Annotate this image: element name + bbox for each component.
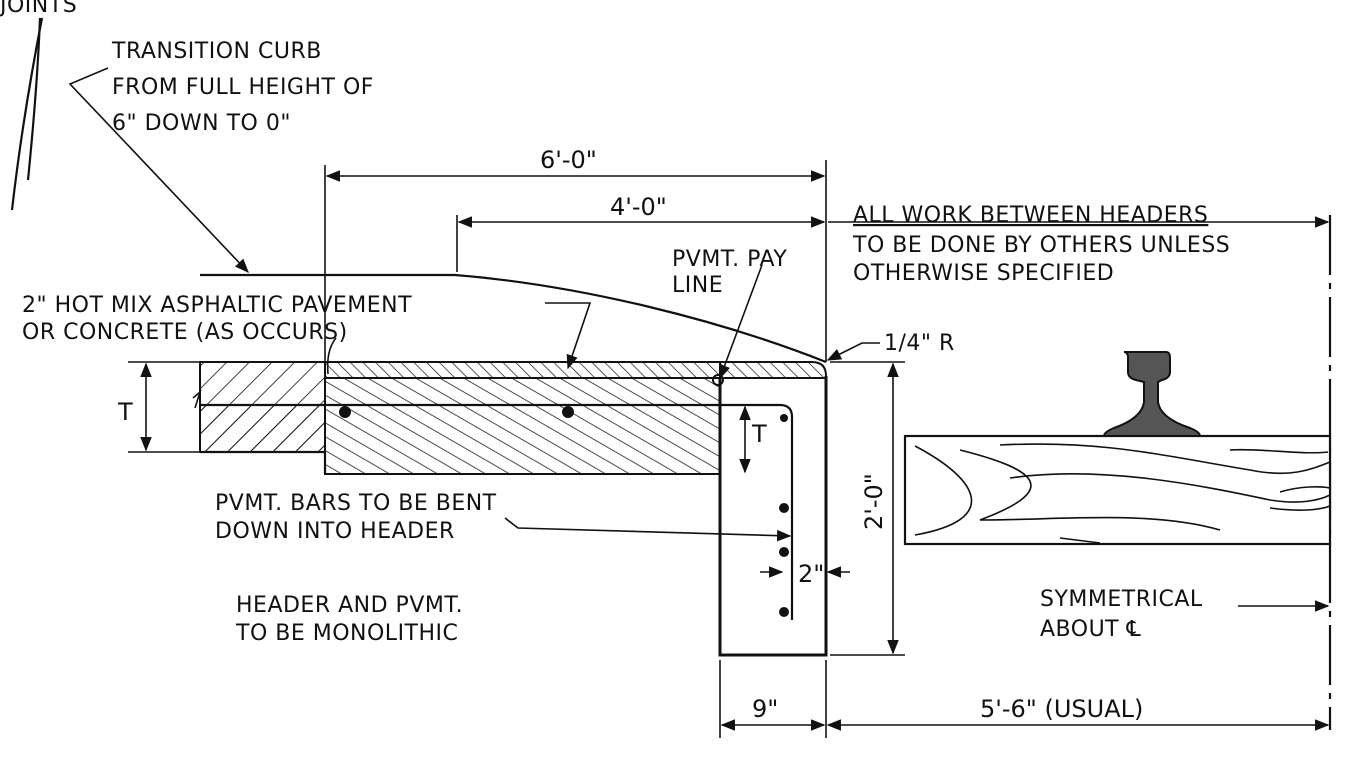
dim-4ft-label: 4'-0" — [610, 193, 667, 221]
asphalt-layer — [324, 361, 721, 379]
dimension-2ft — [830, 361, 905, 656]
radius-label: 1/4" R — [884, 331, 955, 356]
dimension-t-left — [128, 361, 200, 453]
rebar-dot — [562, 406, 574, 418]
dimension-6ft — [324, 160, 827, 362]
dim-5ft6-label: 5'-6" (USUAL) — [980, 695, 1143, 723]
transition-curb-line2: FROM FULL HEIGHT OF — [112, 75, 374, 100]
work-note-line1: ALL WORK BETWEEN HEADERS — [853, 203, 1208, 228]
rebar-dot — [779, 547, 789, 557]
transition-curb-line1: TRANSITION CURB — [111, 39, 322, 64]
leader-lines — [68, 67, 1330, 612]
pay-line-label2: LINE — [672, 273, 723, 298]
new-pavement — [324, 377, 721, 475]
t-inner-label: T — [751, 420, 767, 448]
dimension-bottom — [719, 660, 1330, 738]
joints-label: JOINTS — [0, 0, 77, 18]
hot-mix-line2: OR CONCRETE (AS OCCURS) — [22, 320, 348, 345]
rebar-dot — [779, 607, 789, 617]
work-note-line2: TO BE DONE BY OTHERS UNLESS — [852, 233, 1230, 258]
rail-profile — [1102, 351, 1202, 437]
dim-9in-label: 9" — [752, 695, 778, 723]
work-note-line3: OTHERWISE SPECIFIED — [853, 261, 1114, 286]
monolithic-line1: HEADER AND PVMT. — [236, 593, 463, 618]
dim-2ft-label: 2'-0" — [860, 473, 888, 530]
symmetrical-line2: ABOUT ℄ — [1040, 617, 1142, 642]
dim-6ft-label: 6'-0" — [540, 146, 597, 174]
timber-tie — [903, 434, 1332, 546]
pvmt-bars-line2: DOWN INTO HEADER — [215, 519, 455, 544]
t-left-label: T — [117, 398, 133, 426]
pay-line-label1: PVMT. PAY — [672, 247, 787, 272]
monolithic-line2: TO BE MONOLITHIC — [235, 621, 458, 646]
joints-leader — [10, 17, 44, 211]
dim-2in-label: 2" — [798, 560, 824, 588]
rebar-dot — [779, 503, 789, 513]
rebar-dot — [339, 406, 351, 418]
dimension-4ft — [456, 215, 826, 272]
symmetrical-line1: SYMMETRICAL — [1040, 587, 1203, 612]
transition-curb-curve — [200, 273, 827, 364]
pavement-slab — [199, 361, 827, 475]
pvmt-bars-line1: PVMT. BARS TO BE BENT — [215, 491, 497, 516]
hot-mix-line1: 2" HOT MIX ASPHALTIC PAVEMENT — [22, 293, 412, 318]
header-top-asphalt — [719, 361, 827, 379]
concrete-header — [712, 374, 828, 657]
transition-curb-line3: 6" DOWN TO 0" — [112, 111, 291, 136]
